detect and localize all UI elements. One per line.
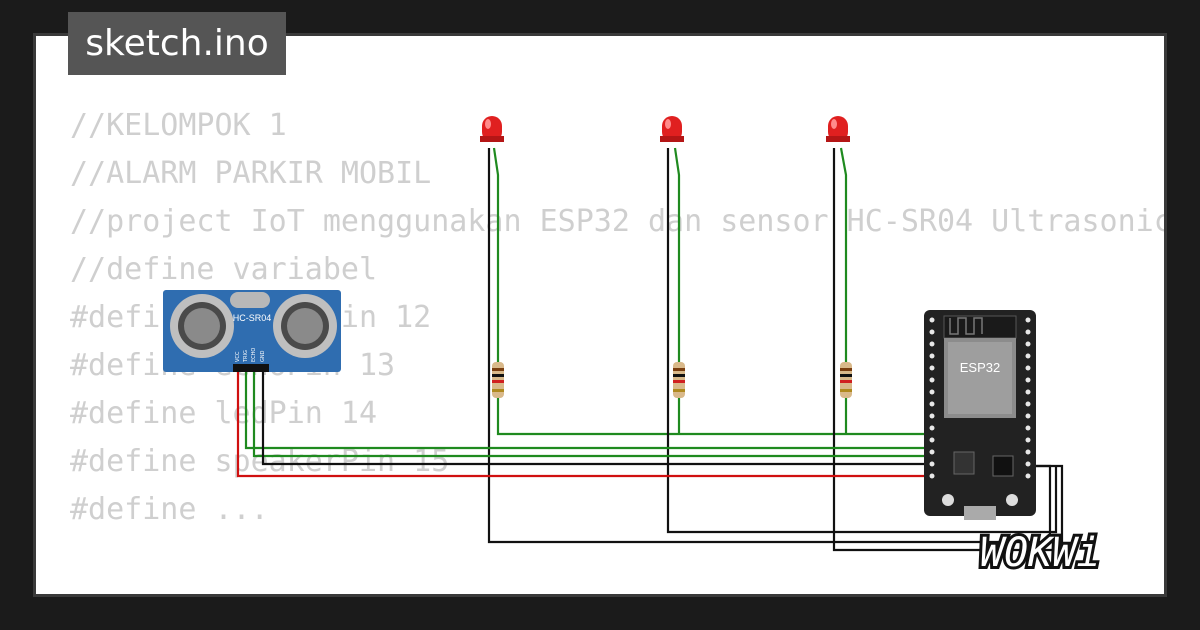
file-tab[interactable]: sketch.ino — [68, 12, 286, 75]
code-line: #define ledPin 14 — [70, 396, 378, 431]
led-1 — [480, 116, 504, 142]
wire-led3-leg — [839, 147, 848, 362]
code-line: #define ... — [70, 492, 269, 527]
code-line: //KELOMPOK 1 — [70, 108, 287, 143]
brand-text: WOKWi — [980, 530, 1100, 576]
wire-led1-leg — [492, 147, 500, 362]
sensor-label: HC-SR04 — [233, 313, 272, 323]
esp32-board: ESP32 — [924, 310, 1036, 520]
ultrasonic-sensor: HC-SR04 VCC TRIG ECHO GND — [163, 290, 341, 372]
wire-led2-leg — [673, 147, 681, 362]
wire-gnd — [261, 372, 930, 466]
board-label: ESP32 — [960, 360, 1000, 375]
wire-vcc — [236, 372, 930, 478]
resistor-3 — [840, 362, 852, 398]
wire-led2-gnd — [666, 148, 1058, 534]
led-3 — [826, 116, 850, 142]
code-line: //define variabel — [70, 252, 378, 287]
wire-led1-signal — [496, 398, 930, 436]
pin-label-vcc: VCC — [235, 351, 241, 362]
wire-echo — [252, 372, 930, 458]
wokwi-logo: WOKWi — [978, 527, 1103, 576]
wire-led3-gnd — [832, 148, 1064, 552]
code-line: //ALARM PARKIR MOBIL — [70, 156, 432, 191]
pin-label-trig: TRIG — [243, 350, 249, 363]
led-2 — [660, 116, 684, 142]
code-line: #define speakerPin 15 — [70, 444, 450, 479]
pin-label-gnd: GND — [260, 350, 266, 362]
pin-label-echo: ECHO — [251, 348, 257, 362]
resistor-1 — [492, 362, 504, 398]
wire-trig — [244, 372, 930, 450]
resistor-2 — [673, 362, 685, 398]
